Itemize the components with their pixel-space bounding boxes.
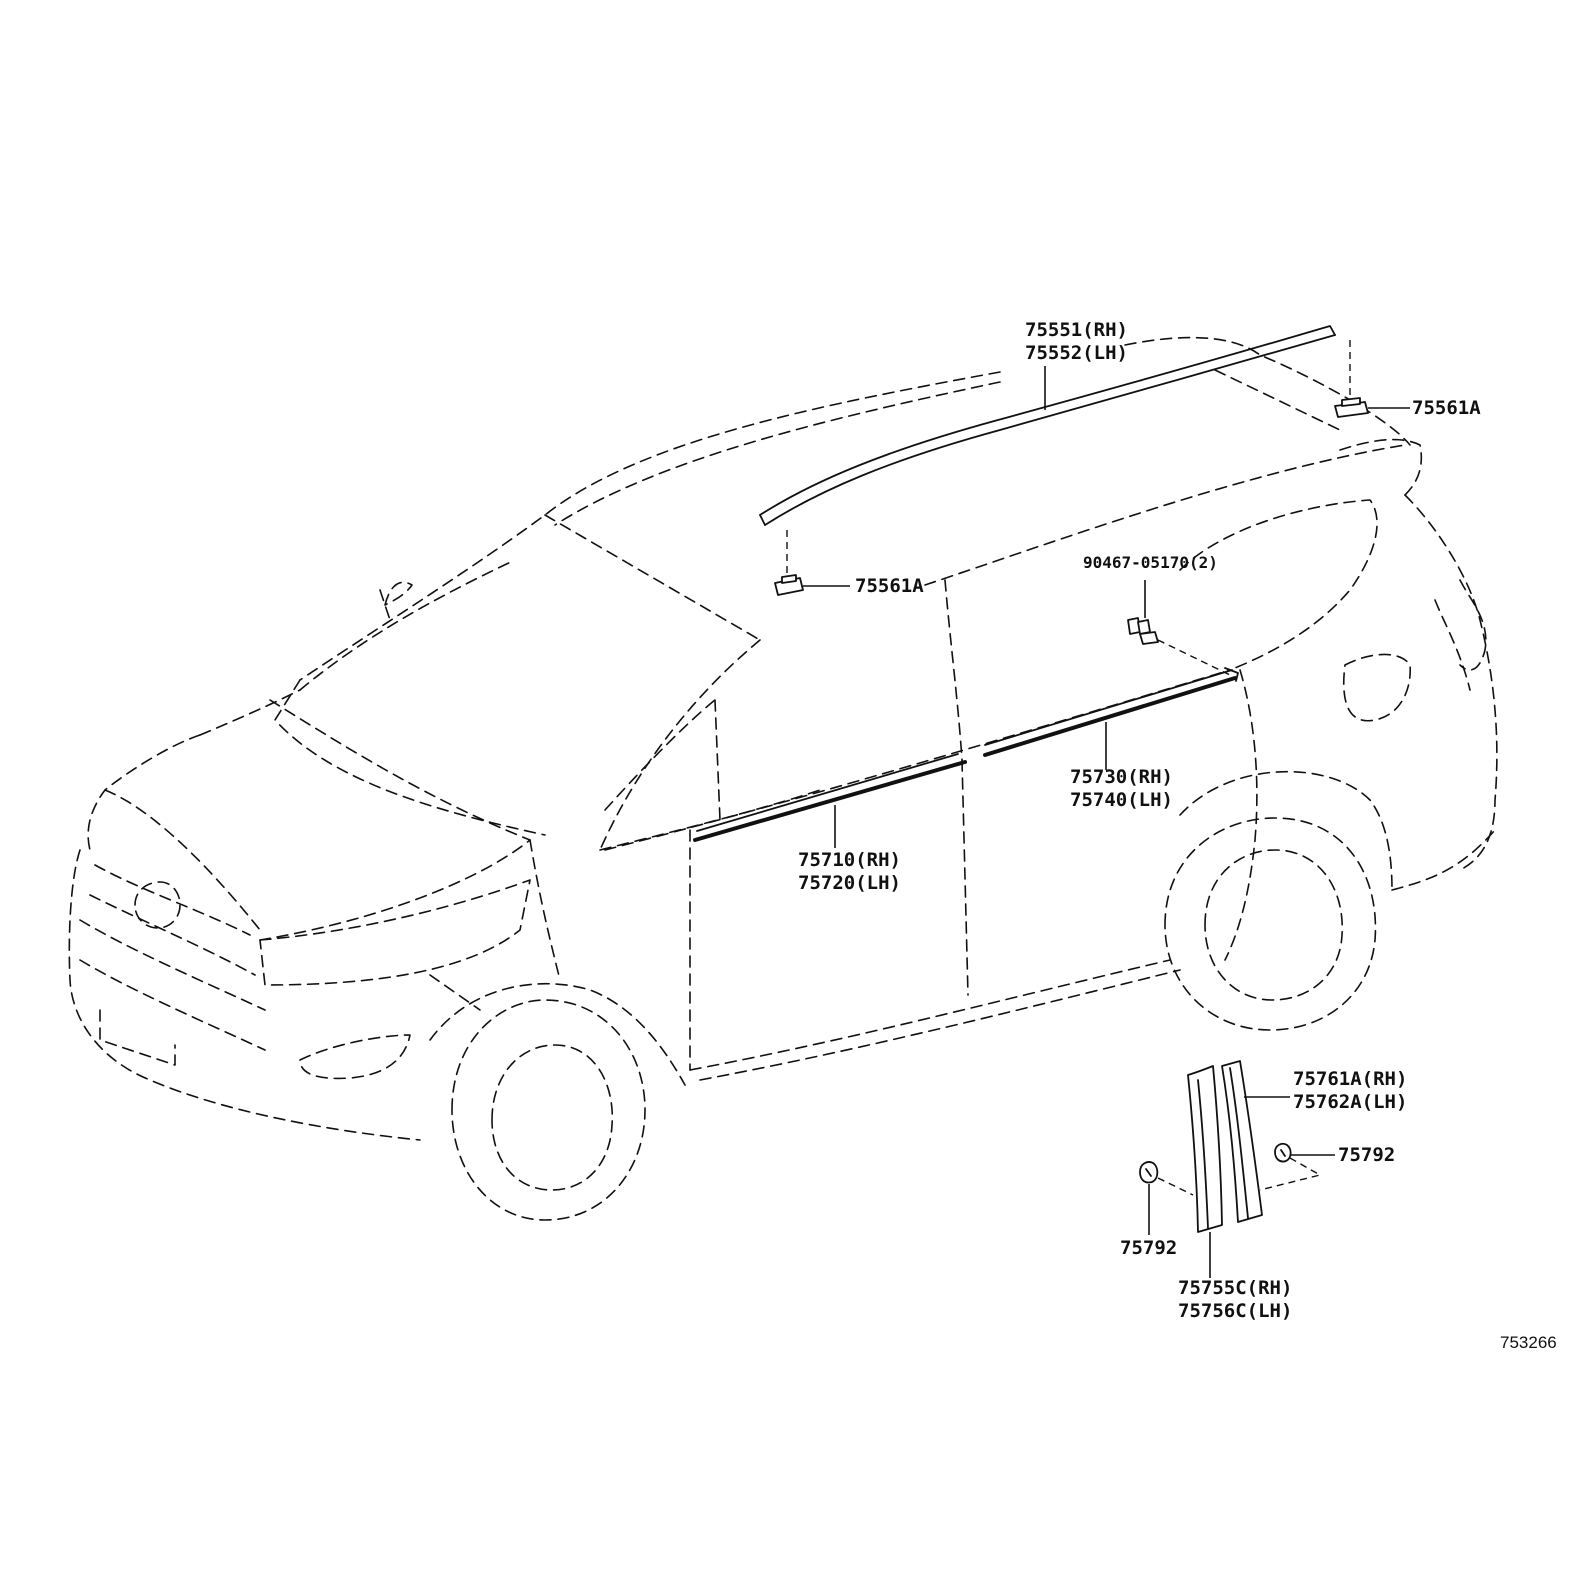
- clip-screw: [1127, 617, 1159, 645]
- roof-clip-front: [774, 574, 804, 596]
- label-roof-clip-rear: 75561A: [1412, 397, 1481, 419]
- pillar-garnish-inner: [1187, 1065, 1223, 1233]
- vehicle-outline: [68, 336, 1498, 1221]
- rear-door-belt-molding: [983, 667, 1239, 757]
- clip-right-dash: [1259, 1157, 1322, 1191]
- label-front-door-belt-lh: 75720(LH): [798, 872, 901, 894]
- label-pillar-garnish-inner-rh: 75755C(RH): [1178, 1277, 1292, 1299]
- roof-clip-rear: [1334, 397, 1369, 418]
- label-rear-door-belt-lh: 75740(LH): [1070, 789, 1173, 811]
- clip-left-dash: [1157, 1177, 1194, 1196]
- label-rear-door-belt-rh: 75730(RH): [1070, 766, 1173, 788]
- label-clip-screw: 90467-05170(2): [1083, 553, 1218, 572]
- label-clip-left: 75792: [1120, 1237, 1177, 1259]
- clip-left: [1139, 1161, 1159, 1184]
- label-clip-right: 75792: [1338, 1144, 1395, 1166]
- label-pillar-garnish-outer-rh: 75761A(RH): [1293, 1068, 1407, 1090]
- label-roof-molding-lh: 75552(LH): [1025, 342, 1128, 364]
- label-roof-molding-rh: 75551(RH): [1025, 319, 1128, 341]
- roof-molding: [759, 325, 1336, 526]
- pillar-garnish-outer: [1221, 1060, 1263, 1223]
- label-roof-clip-front: 75561A: [855, 575, 924, 597]
- label-pillar-garnish-inner-lh: 75756C(LH): [1178, 1300, 1292, 1322]
- clip-screw-dash: [1157, 639, 1231, 676]
- label-pillar-garnish-outer-lh: 75762A(LH): [1293, 1091, 1407, 1113]
- label-front-door-belt-rh: 75710(RH): [798, 849, 901, 871]
- clip-right: [1274, 1142, 1292, 1163]
- reference-number: 753266: [1500, 1333, 1557, 1352]
- front-door-belt-molding: [693, 753, 967, 842]
